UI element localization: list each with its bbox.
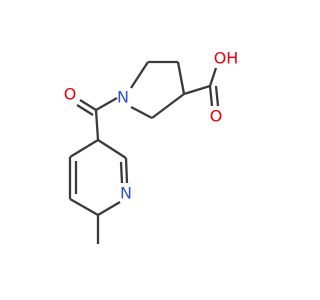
molecule-drawing: N N O OH O: [64, 49, 239, 244]
bond: [176, 61, 186, 95]
bond: [97, 139, 127, 159]
bond: [214, 85, 220, 107]
hydroxyl-label: OH: [214, 49, 239, 68]
bond: [208, 67, 218, 87]
bond: [119, 161, 124, 184]
bond: [95, 97, 118, 111]
bond: [151, 93, 185, 119]
pyrrolidine-ring: [130, 60, 186, 120]
bond: [130, 61, 149, 89]
bond: [79, 99, 97, 111]
pyridine-nitrogen-label: N: [120, 184, 132, 203]
bond: [124, 157, 129, 184]
carboxylic-acid-group: [183, 67, 220, 107]
bond: [69, 139, 99, 158]
ring-nitrogen-label: N: [117, 88, 129, 107]
bond: [183, 84, 211, 96]
bond: [208, 85, 214, 107]
pyridine-ring: [68, 139, 129, 216]
bond: [76, 104, 94, 116]
structure-diagram: N N O OH O: [64, 49, 239, 244]
acid-oxygen-label: O: [210, 107, 223, 126]
amide-group: [76, 97, 118, 141]
carbonyl-oxygen-label: O: [64, 85, 77, 104]
bond: [97, 201, 121, 216]
bond: [69, 198, 99, 216]
bond: [130, 105, 153, 120]
bond: [94, 109, 100, 141]
